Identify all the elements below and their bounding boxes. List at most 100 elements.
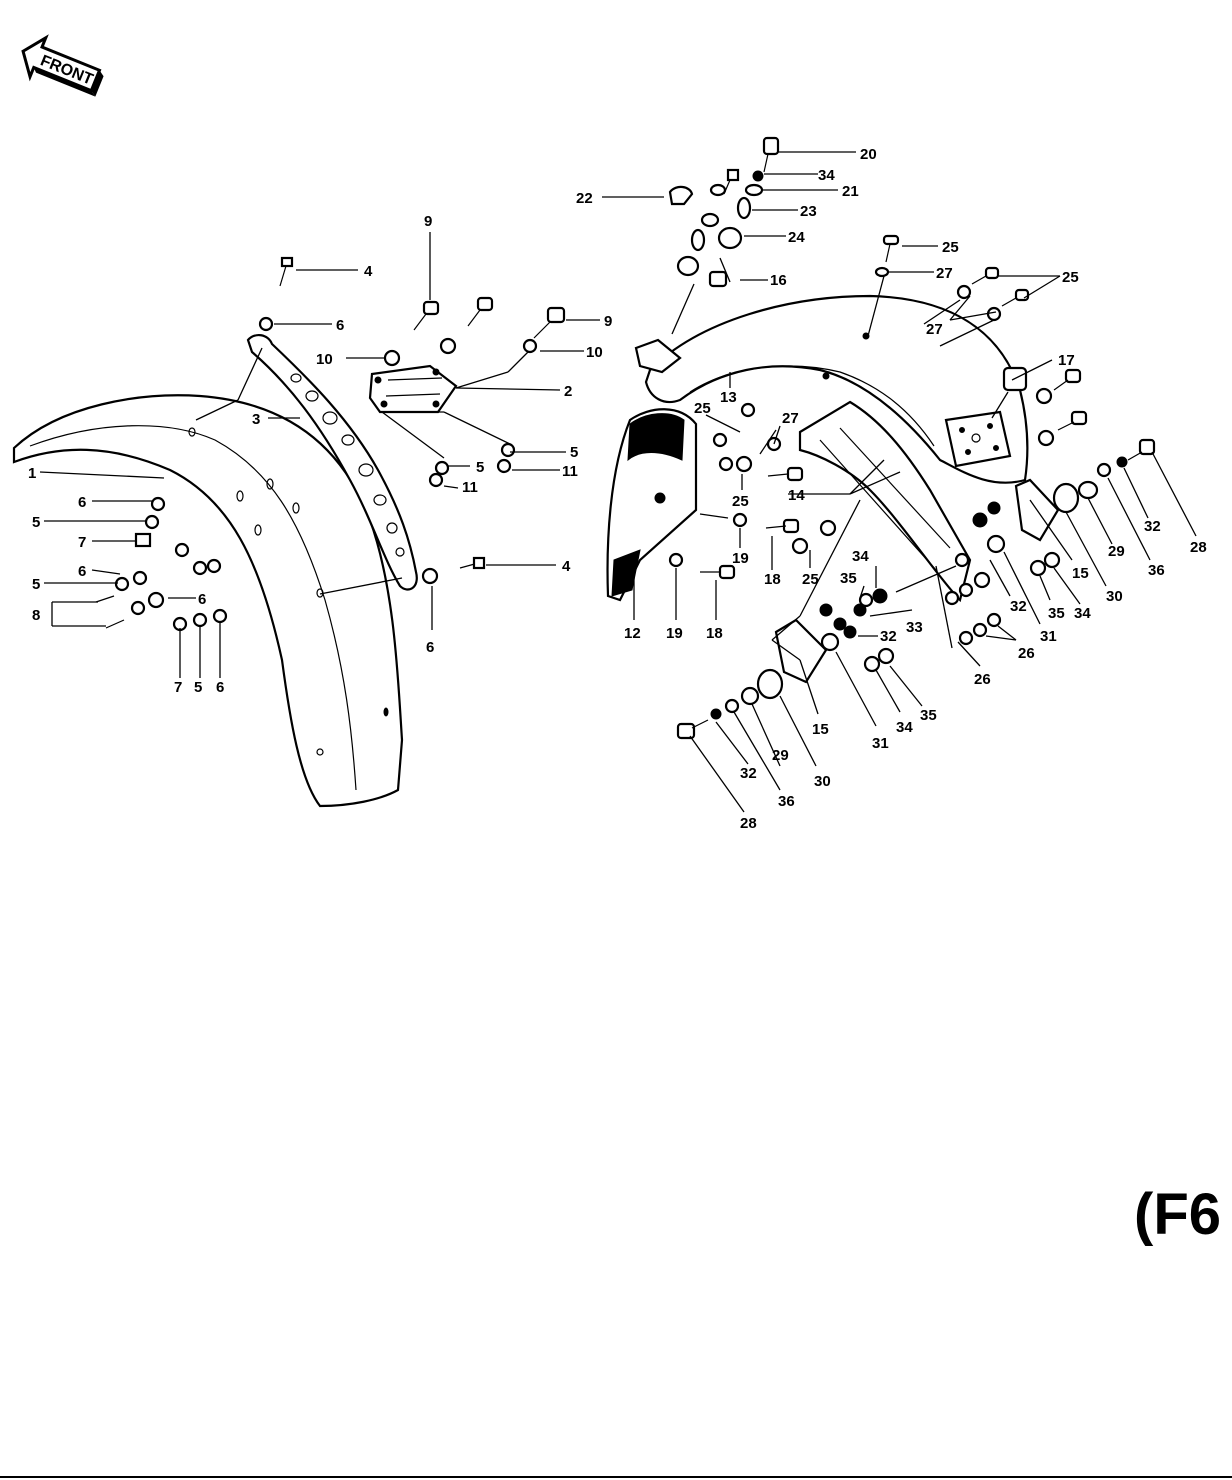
callout-labels: 1 2 3 4 4 5 5 5 5 5 6 6 6 6 6 6 7 7 8 9 … <box>28 146 1207 832</box>
callout-34: 34 <box>1074 605 1091 622</box>
callout-25: 25 <box>942 239 959 256</box>
callout-5: 5 <box>476 459 484 476</box>
front-direction-badge: FRONT <box>21 34 104 97</box>
lightening-hole <box>386 522 398 534</box>
callout-24: 24 <box>788 229 805 246</box>
callout-6: 6 <box>78 494 86 511</box>
lightening-hole <box>395 547 405 557</box>
callout-28: 28 <box>740 815 757 832</box>
hardware <box>95 136 1156 740</box>
callout-26: 26 <box>974 671 991 688</box>
callout-25: 25 <box>802 571 819 588</box>
lightening-hole <box>290 373 302 383</box>
callout-20: 20 <box>860 146 877 163</box>
callout-6: 6 <box>198 591 206 608</box>
callout-25: 25 <box>694 400 711 417</box>
callout-16: 16 <box>770 272 787 289</box>
callout-3: 3 <box>252 411 260 428</box>
callout-10: 10 <box>316 351 333 368</box>
callout-4: 4 <box>562 558 571 575</box>
lightening-hole <box>373 494 387 506</box>
callout-6: 6 <box>336 317 344 334</box>
callout-13: 13 <box>720 389 737 406</box>
front-fender <box>12 394 404 808</box>
callout-27: 27 <box>926 321 943 338</box>
callout-30: 30 <box>1106 588 1123 605</box>
mount-hole <box>266 478 274 490</box>
callout-7: 7 <box>174 679 182 696</box>
callout-21: 21 <box>842 183 859 200</box>
callout-34: 34 <box>818 167 835 184</box>
inner-fender <box>798 400 972 603</box>
callout-12: 12 <box>624 625 641 642</box>
callout-6: 6 <box>216 679 224 696</box>
callout-25: 25 <box>732 493 749 510</box>
callout-35: 35 <box>840 570 857 587</box>
callout-25: 25 <box>1062 269 1079 286</box>
callout-5: 5 <box>570 444 578 461</box>
callout-26: 26 <box>1018 645 1035 662</box>
callout-32: 32 <box>740 765 757 782</box>
callout-18: 18 <box>764 571 781 588</box>
callout-19: 19 <box>666 625 683 642</box>
callout-22: 22 <box>576 190 593 207</box>
callout-2: 2 <box>564 383 572 400</box>
callout-19: 19 <box>732 550 749 567</box>
callout-32: 32 <box>1144 518 1161 535</box>
callout-34: 34 <box>896 719 913 736</box>
callout-6: 6 <box>426 639 434 656</box>
callout-4: 4 <box>364 263 373 280</box>
callout-1: 1 <box>28 465 36 482</box>
callout-5: 5 <box>194 679 202 696</box>
mount-hole <box>254 524 262 536</box>
fender-stay <box>246 334 418 591</box>
callout-29: 29 <box>1108 543 1125 560</box>
callout-32: 32 <box>880 628 897 645</box>
callout-30: 30 <box>814 773 831 790</box>
mount-hole <box>292 502 300 514</box>
callout-9: 9 <box>604 313 612 330</box>
lightening-hole <box>322 411 338 425</box>
lightening-hole <box>305 390 319 402</box>
mount-hole <box>236 490 244 502</box>
callout-28: 28 <box>1190 539 1207 556</box>
callout-27: 27 <box>782 410 799 427</box>
callout-33: 33 <box>906 619 923 636</box>
callout-15: 15 <box>812 721 829 738</box>
bottom-rule <box>0 1476 1232 1478</box>
callout-32: 32 <box>1010 598 1027 615</box>
callout-29: 29 <box>772 747 789 764</box>
rear-fender <box>634 294 1029 484</box>
callout-11: 11 <box>562 463 578 480</box>
callout-34: 34 <box>852 548 869 565</box>
callout-36: 36 <box>1148 562 1165 579</box>
callout-27: 27 <box>936 265 953 282</box>
callout-9: 9 <box>424 213 432 230</box>
callout-31: 31 <box>872 735 889 752</box>
callout-23: 23 <box>800 203 817 220</box>
callout-5: 5 <box>32 576 40 593</box>
side-cover <box>606 408 698 602</box>
mount-hole <box>188 427 196 437</box>
callout-6: 6 <box>78 563 86 580</box>
callout-17: 17 <box>1058 352 1075 369</box>
callout-15: 15 <box>1072 565 1089 582</box>
callout-18: 18 <box>706 625 723 642</box>
mount-hole <box>316 748 324 756</box>
page-code-label: (F6 <box>1134 1182 1221 1247</box>
callout-11: 11 <box>462 479 478 496</box>
lightening-hole <box>358 463 374 477</box>
callout-35: 35 <box>920 707 937 724</box>
fender-brace <box>368 364 458 414</box>
license-bracket <box>944 366 1028 468</box>
callout-5: 5 <box>32 514 40 531</box>
callout-35: 35 <box>1048 605 1065 622</box>
callout-8: 8 <box>32 607 40 624</box>
callout-36: 36 <box>778 793 795 810</box>
callout-14: 14 <box>788 487 805 504</box>
leader-lines <box>39 151 1197 813</box>
lightening-hole <box>341 434 355 446</box>
mount-hole <box>383 707 389 717</box>
callout-10: 10 <box>586 344 603 361</box>
